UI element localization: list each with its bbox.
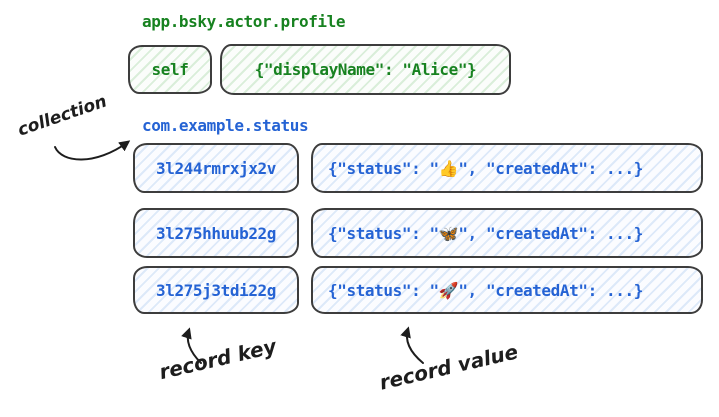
status-record-value-box: {"status": "🚀", "createdAt": ...}: [311, 266, 703, 314]
collection-arrow-icon: [54, 140, 131, 161]
status-record-key-text: 3l275j3tdi22g: [155, 280, 277, 300]
profile-record-key-text: self: [151, 60, 189, 79]
status-record-value-box: {"status": "🦋", "createdAt": ...}: [311, 208, 703, 258]
status-record-key-box: 3l275j3tdi22g: [133, 266, 299, 314]
profile-record-value-text: {"displayName": "Alice"}: [254, 60, 477, 79]
profile-record-key-box: self: [128, 45, 212, 94]
status-record-key-box: 3l275hhuub22g: [133, 208, 299, 258]
record-key-annotation-label: record key: [156, 333, 279, 385]
collection-annotation-label: collection: [15, 91, 110, 141]
status-record-value-box: {"status": "👍", "createdAt": ...}: [311, 143, 703, 193]
record-value-annotation-label: record value: [377, 339, 521, 395]
status-record-value-text: {"status": "🚀", "createdAt": ...}: [328, 280, 643, 300]
record-value-arrow-icon: [400, 326, 424, 364]
status-record-key-text: 3l244rmrxjx2v: [155, 158, 277, 178]
status-record-value-text: {"status": "🦋", "createdAt": ...}: [328, 223, 643, 243]
profile-record-value-box: {"displayName": "Alice"}: [220, 44, 511, 95]
status-collection-title: com.example.status: [142, 116, 309, 135]
status-record-key-text: 3l275hhuub22g: [155, 223, 277, 243]
status-record-key-box: 3l244rmrxjx2v: [133, 143, 299, 193]
status-record-value-text: {"status": "👍", "createdAt": ...}: [328, 158, 643, 178]
profile-collection-title: app.bsky.actor.profile: [142, 12, 346, 31]
